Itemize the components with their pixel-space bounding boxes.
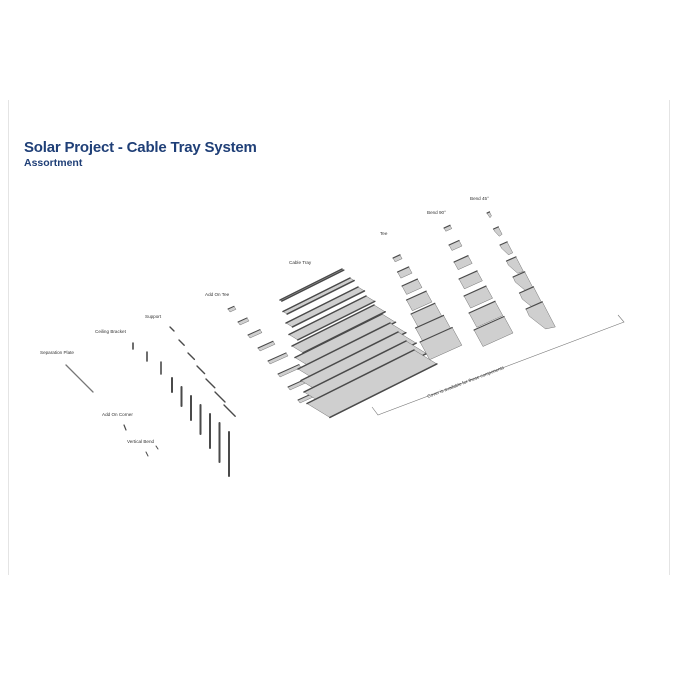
bend-90-rail — [448, 239, 460, 246]
bend-45-rail — [492, 226, 499, 230]
page-subtitle: Assortment — [24, 157, 83, 169]
label-vertical-bend: Vertical Bend — [127, 439, 155, 444]
add-on-tee-rail — [267, 352, 287, 362]
bend-45-rail — [512, 271, 526, 278]
label-ceiling-bracket: Ceiling Bracket — [95, 329, 127, 334]
label-tee: Tee — [380, 231, 388, 236]
bend-90-rail — [468, 300, 496, 314]
support-bracket — [214, 391, 226, 403]
label-separation-plate: Separation Plate — [40, 350, 74, 355]
cable-tray-rail — [291, 304, 375, 347]
label-add-on-corner: Add On Corner — [102, 412, 133, 417]
bend-45-rail — [525, 301, 543, 310]
label-cable-tray: Cable Tray — [289, 260, 312, 265]
tee-rail — [401, 278, 418, 287]
bend-90-rail — [473, 315, 505, 331]
cable-tray-rail — [306, 349, 415, 405]
bend-45-rail — [499, 241, 508, 246]
cable-tray-rail — [281, 269, 345, 302]
cable-tray-rail — [297, 322, 391, 370]
label-support: Support — [145, 314, 162, 319]
add-on-tee — [277, 364, 302, 378]
tee-rail — [405, 290, 427, 301]
cable-tray-rail — [291, 290, 366, 328]
tee-rail — [414, 314, 445, 329]
cable-tray-rail — [329, 363, 438, 419]
cable-tray-rail — [294, 313, 383, 359]
label-add-on-tee: Add On Tee — [205, 292, 230, 297]
add-on-tee — [267, 352, 289, 365]
page-frame — [8, 100, 670, 575]
bend-90-rail — [463, 285, 487, 297]
bend-90-rail — [443, 224, 451, 229]
add-on-tee-rail — [237, 317, 248, 323]
tee-rail — [396, 266, 410, 273]
cable-tray-rail — [279, 268, 343, 301]
bend-45-rail — [486, 211, 491, 214]
add-on-tee — [257, 340, 276, 352]
add-on-tee-rail — [257, 340, 274, 349]
support-bracket — [169, 326, 175, 332]
support-bracket — [196, 365, 206, 375]
cable-tray-rail — [286, 279, 355, 315]
separation-plate — [65, 364, 94, 393]
tee-rail — [410, 302, 436, 315]
label-bend-45: Bend 45° — [470, 196, 489, 201]
vertical-bend — [155, 445, 159, 450]
add-on-tee-rail — [277, 364, 300, 375]
cable-tray-rail — [297, 300, 376, 341]
cable-tray-rail — [288, 295, 367, 336]
bend-45-rail — [505, 256, 517, 262]
bend-45-rail — [518, 286, 535, 294]
cable-tray-rail — [300, 331, 399, 382]
support-bracket — [223, 404, 236, 417]
add-on-corner — [123, 424, 127, 431]
bend-90-rail — [458, 270, 478, 280]
bend-90-rail — [453, 255, 469, 263]
cover-bracket-line — [371, 314, 625, 416]
support-bracket — [205, 378, 216, 389]
tee-rail — [419, 326, 453, 343]
support-bracket — [187, 352, 196, 361]
vertical-bend — [145, 451, 149, 457]
cable-tray-rail — [282, 277, 351, 313]
cable-tray-rail — [285, 286, 359, 324]
label-bend-90: Bend 90° — [427, 210, 446, 215]
cover-note: Cover is available for these components — [427, 365, 506, 399]
page-title: Solar Project - Cable Tray System — [24, 139, 257, 156]
cable-tray-rail — [303, 340, 407, 393]
add-on-tee-rail — [227, 305, 235, 310]
tee-rail — [392, 254, 401, 259]
add-on-tee-rail — [247, 329, 261, 336]
support-bracket — [178, 339, 185, 346]
